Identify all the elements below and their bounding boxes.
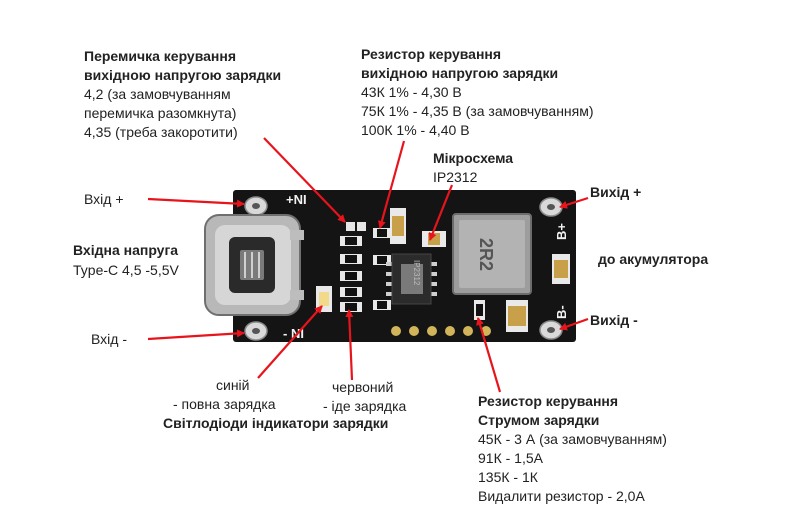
jumper-line-1: 4,2 (за замовчуванням — [84, 86, 231, 102]
cres-row-2: 91К - 1,5А — [478, 450, 543, 466]
vres-row-1: 43К 1% - 4,30 В — [361, 84, 462, 100]
silk-inductor: 2R2 — [476, 238, 496, 271]
vres-title-1: Резистор керування — [361, 46, 502, 62]
capacitors — [390, 208, 570, 332]
jumper-title-1: Перемичка керування — [84, 48, 237, 64]
indicator-leds — [316, 286, 332, 312]
voltage-jumper — [346, 222, 366, 231]
vres-row-2: 75К 1% - 4,35 В (за замовчуванням) — [361, 103, 594, 119]
output-minus-label: Вихід - — [590, 312, 638, 328]
ip2312-chip — [386, 253, 437, 305]
jumper-line-3: 4,35 (треба закоротити) — [84, 124, 238, 140]
silk-b-minus: B- — [554, 305, 569, 319]
chip-title: Мікросхема — [433, 150, 514, 166]
cres-row-3: 135К - 1К — [478, 469, 538, 485]
silk-ic: IP2312 — [412, 260, 421, 286]
inductor-2r2 — [452, 213, 532, 295]
jumper-title-2: вихідною напругою зарядки — [84, 67, 282, 83]
led-title: Світлодіоди індикатори зарядки — [163, 415, 389, 431]
input-minus-label: Вхід - — [91, 331, 128, 347]
cres-row-4: Видалити резистор - 2,0А — [478, 488, 645, 504]
led-red-line-1: червоний — [332, 379, 394, 395]
chip-model: IP2312 — [433, 169, 478, 185]
silk-minus-ni: - NI — [283, 326, 304, 341]
led-blue-line-2: - повна зарядка — [173, 396, 276, 412]
cres-title-2: Струмом зарядки — [478, 412, 600, 428]
to-battery-label: до акумулятора — [598, 251, 709, 267]
usb-c-connector — [204, 214, 304, 316]
vres-row-3: 100К 1% - 4,40 В — [361, 122, 470, 138]
output-plus-label: Вихід + — [590, 184, 642, 200]
led-blue-line-1: синій — [216, 377, 250, 393]
led-red-line-2: - іде зарядка — [323, 398, 407, 414]
smd-resistors — [340, 228, 485, 320]
input-voltage-title: Вхідна напруга — [73, 242, 179, 258]
mounting-pads — [244, 196, 563, 341]
silk-plus-ni: +NI — [286, 192, 307, 207]
cres-row-1: 45К - 3 А (за замовчуванням) — [478, 431, 667, 447]
callout-arrows — [147, 137, 589, 393]
cres-title-1: Резистор керування — [478, 393, 619, 409]
silk-b-plus: B+ — [554, 223, 569, 240]
vres-title-2: вихідною напругою зарядки — [361, 65, 559, 81]
input-plus-label: Вхід + — [84, 191, 124, 207]
input-voltage-desc: Type-C 4,5 -5,5V — [73, 262, 179, 278]
jumper-line-2: перемичка разомкнута) — [84, 105, 237, 121]
